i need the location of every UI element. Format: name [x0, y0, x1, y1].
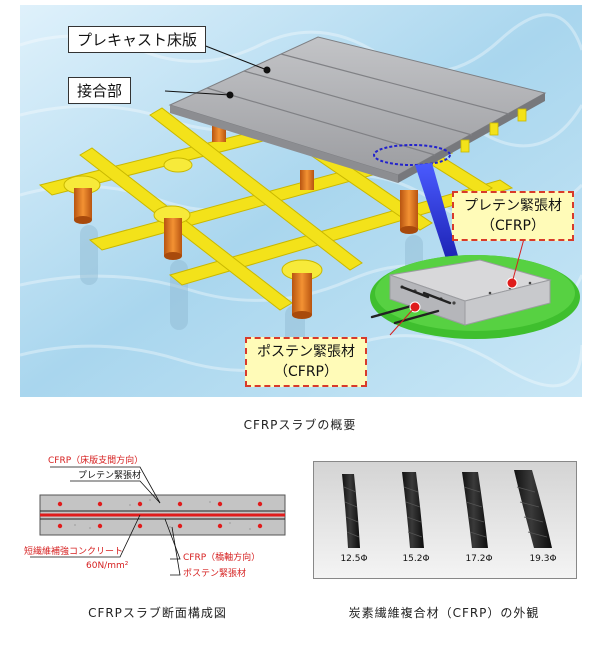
- section-diagram: CFRP（床版支間方向） プレテン緊張材 短繊維補強コンクリート 60N/mm²…: [20, 455, 295, 595]
- rod-size-2: 15.2Φ: [402, 554, 430, 564]
- rod-4: [514, 470, 552, 548]
- pretension-section-label: プレテン緊張材: [78, 471, 142, 481]
- piers: [74, 120, 418, 319]
- rod-1: [342, 474, 360, 548]
- posttension-section-label: ポステン緊張材: [183, 569, 247, 579]
- rod-size-3: 17.2Φ: [465, 554, 493, 564]
- rods-caption: 炭素繊維複合材（CFRP）の外観: [348, 606, 540, 620]
- pretension-material: （CFRP）: [481, 218, 545, 234]
- section-svg: [30, 466, 286, 576]
- posttension-callout: ポステン緊張材 （CFRP）: [245, 337, 367, 387]
- rods-svg: [314, 462, 576, 578]
- rod-size-4: 19.3Φ: [529, 554, 557, 564]
- section-caption: CFRPスラブ断面構成図: [88, 606, 227, 620]
- leader-lines: [164, 42, 526, 336]
- precast-slab-label: プレキャスト床版: [68, 26, 207, 53]
- pretension-strands: [57, 501, 263, 529]
- concrete-label: 短繊維補強コンクリート: [24, 547, 124, 557]
- joint-label: 接合部: [68, 77, 132, 104]
- detail-highlight: [373, 144, 451, 166]
- detail-inset: [370, 255, 580, 339]
- precast-slab: [168, 36, 547, 183]
- strength-label: 60N/mm²: [86, 561, 129, 571]
- overview-caption: CFRPスラブの概要: [243, 418, 357, 432]
- rods-photo: 12.5Φ 15.2Φ 17.2Φ 19.3Φ: [313, 461, 577, 579]
- pretension-label: プレテン緊張材: [464, 198, 562, 214]
- rod-size-1: 12.5Φ: [340, 554, 368, 564]
- posttension-material: （CFRP）: [274, 364, 338, 380]
- zoom-beam: [415, 163, 460, 265]
- bridge-illustration: プレキャスト床版 接合部 プレテン緊張材 （CFRP） ポステン緊張材 （CFR…: [20, 5, 582, 397]
- section-leaders: [30, 466, 181, 576]
- posttension-label: ポステン緊張材: [257, 344, 355, 360]
- rod-3: [462, 472, 488, 548]
- pretension-callout: プレテン緊張材 （CFRP）: [452, 191, 574, 241]
- cfrp-span-label: CFRP（床版支間方向）: [48, 456, 144, 466]
- cfrp-axis-label: CFRP（橋軸方向）: [183, 553, 261, 563]
- rod-2: [402, 472, 424, 548]
